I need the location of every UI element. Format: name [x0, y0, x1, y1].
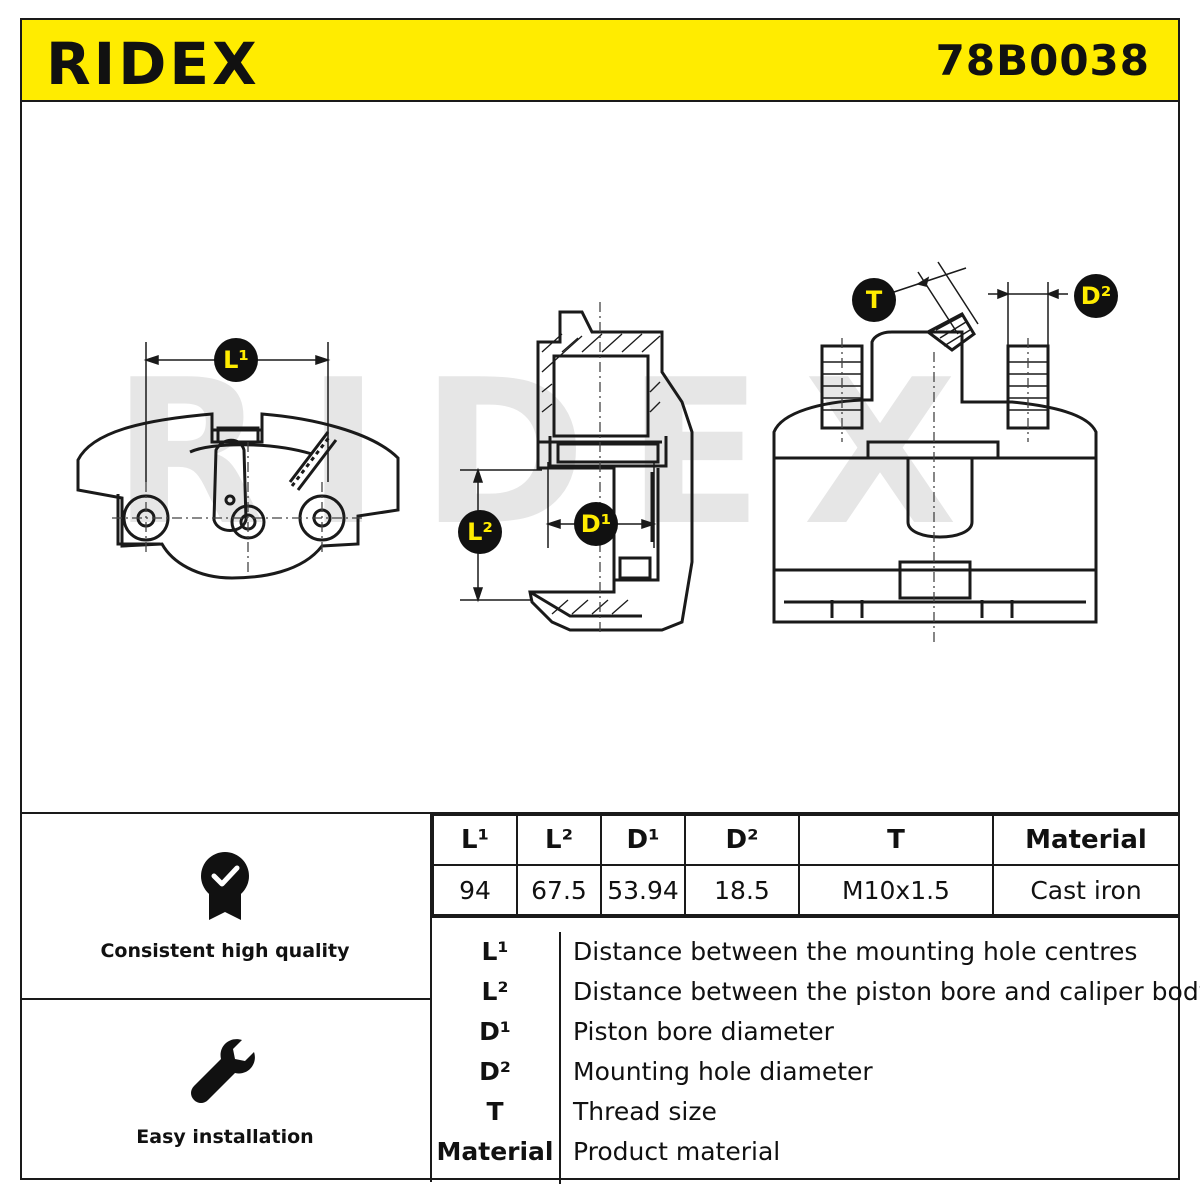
- legend-desc: Piston bore diameter: [573, 1017, 834, 1046]
- legend: L¹ Distance between the mounting hole ce…: [432, 916, 1200, 1184]
- front-centerlines: [112, 442, 362, 572]
- legend-key: T: [486, 1097, 504, 1126]
- specs-section: Consistent high quality Easy installatio…: [20, 812, 1200, 1184]
- wrench-icon: [191, 1039, 255, 1103]
- d1-badge-text: D¹: [581, 510, 611, 538]
- outer-frame: [20, 18, 1180, 1180]
- value-material: Cast iron: [992, 864, 1180, 916]
- value-t: M10x1.5: [798, 864, 994, 916]
- l2-badge-text: L²: [467, 518, 493, 546]
- t-badge: T: [852, 278, 896, 322]
- value-d2: 18.5: [684, 864, 800, 916]
- legend-key: D²: [479, 1057, 511, 1086]
- part-number: 78B0038: [935, 36, 1150, 85]
- feature-installation: Easy installation: [20, 1000, 430, 1182]
- legend-desc: Mounting hole diameter: [573, 1057, 873, 1086]
- top-centerlines: [841, 338, 1029, 642]
- quality-badge-icon: [201, 852, 249, 920]
- legend-row: L¹ Distance between the mounting hole ce…: [432, 932, 1180, 972]
- legend-row: D² Mounting hole diameter: [432, 1052, 1180, 1092]
- l1-badge-text: L¹: [223, 346, 249, 374]
- l1-dimension: [143, 342, 331, 482]
- legend-desc: Thread size: [573, 1097, 717, 1126]
- feature-quality: Consistent high quality: [20, 814, 430, 1000]
- legend-row: T Thread size: [432, 1092, 1180, 1132]
- spec-value-row: 94 67.5 53.94 18.5 M10x1.5 Cast iron: [432, 864, 1180, 916]
- legend-divider: [559, 932, 561, 1184]
- header-t: T: [798, 814, 994, 866]
- ridex-logo: RIDEX: [46, 30, 260, 98]
- legend-desc: Product material: [573, 1137, 781, 1166]
- watermark-text: RIDEX: [112, 337, 997, 570]
- legend-key: Material: [436, 1137, 554, 1166]
- caliper-drawing-svg: RIDEX: [76, 261, 1118, 642]
- feature-installation-label: Easy installation: [136, 1126, 314, 1148]
- section-divider: [430, 814, 432, 1182]
- header-l2: L²: [516, 814, 602, 866]
- value-l1: 94: [432, 864, 518, 916]
- header-bar: RIDEX 78B0038: [20, 18, 1180, 102]
- header-l1: L¹: [432, 814, 518, 866]
- value-d1: 53.94: [600, 864, 686, 916]
- spec-header-row: L¹ L² D¹ D² T Material: [432, 814, 1180, 866]
- header-d2: D²: [684, 814, 800, 866]
- caliper-top-view: [772, 312, 1098, 624]
- t-badge-text: T: [866, 286, 883, 314]
- legend-row: D¹ Piston bore diameter: [432, 1012, 1180, 1052]
- header-material: Material: [992, 814, 1180, 866]
- l2-badge: L²: [458, 510, 502, 554]
- legend-row: L² Distance between the piston bore and …: [432, 972, 1200, 1012]
- section-hatch: [541, 333, 661, 615]
- feature-quality-label: Consistent high quality: [100, 940, 350, 962]
- d1-badge: D¹: [574, 502, 618, 546]
- legend-row: Material Product material: [432, 1132, 1180, 1172]
- caliper-section-view: [528, 310, 694, 632]
- d2-badge: D²: [1074, 274, 1118, 318]
- caliper-drawing: RIDEX: [22, 102, 1178, 812]
- svg-text:RIDEX: RIDEX: [46, 30, 260, 98]
- l2-d1-dimensions: [460, 462, 657, 603]
- value-l2: 67.5: [516, 864, 602, 916]
- legend-desc: Distance between the mounting hole centr…: [573, 937, 1138, 966]
- legend-key: D¹: [479, 1017, 511, 1046]
- spec-table: L¹ L² D¹ D² T Material 94 67.5 53.94 18.…: [432, 814, 1180, 916]
- legend-desc: Distance between the piston bore and cal…: [573, 977, 1200, 1006]
- legend-key: L²: [481, 977, 509, 1006]
- header-d1: D¹: [600, 814, 686, 866]
- d2-badge-text: D²: [1081, 282, 1111, 310]
- t-d2-dimensions: [893, 261, 1068, 346]
- legend-key: L¹: [481, 937, 509, 966]
- l1-badge: L¹: [214, 338, 258, 382]
